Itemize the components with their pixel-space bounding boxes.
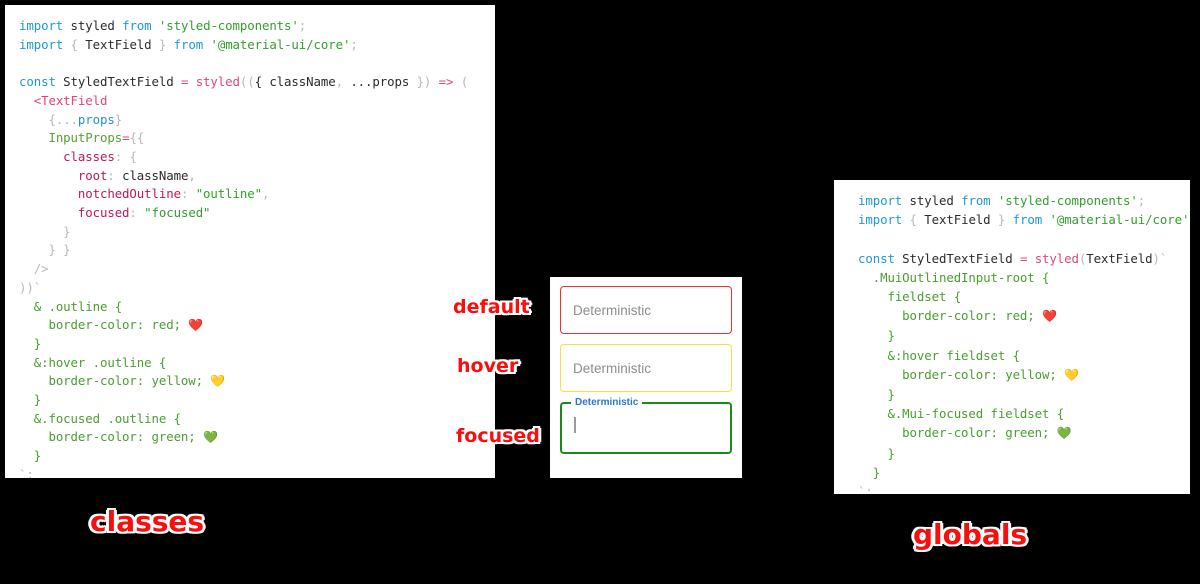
text-caret <box>574 417 576 433</box>
code-panel-classes: import styled from 'styled-components'; … <box>5 5 495 478</box>
textfield-demo-panel: Deterministic Deterministic Deterministi… <box>550 277 742 478</box>
textfield-hover[interactable]: Deterministic <box>560 344 732 392</box>
annotation-globals: globals <box>913 518 1028 551</box>
annotation-hover: hover <box>457 355 519 377</box>
textfield-hover-value: Deterministic <box>573 360 652 376</box>
textfield-focused[interactable]: Deterministic <box>560 397 732 454</box>
annotation-default: default <box>453 296 530 318</box>
code-block-globals: import styled from 'styled-components'; … <box>858 193 1190 494</box>
annotation-focused: focused <box>456 425 540 447</box>
textfield-default-value: Deterministic <box>573 302 652 318</box>
textfield-focused-label: Deterministic <box>571 397 643 409</box>
code-block-classes: import styled from 'styled-components'; … <box>19 18 469 478</box>
textfield-default[interactable]: Deterministic <box>560 286 732 334</box>
code-panel-globals: import styled from 'styled-components'; … <box>834 180 1190 494</box>
annotation-classes: classes <box>90 505 205 538</box>
